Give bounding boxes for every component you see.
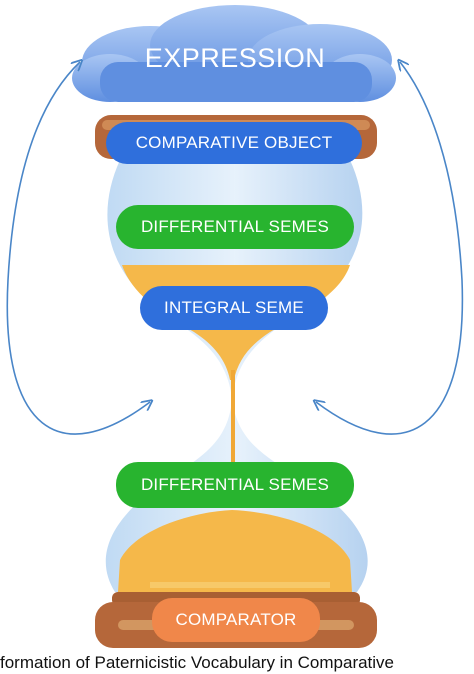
lower-sand — [118, 510, 352, 592]
right-arrow — [316, 62, 464, 435]
integral-seme-label: INTEGRAL SEME — [140, 286, 328, 330]
sand-stream — [231, 370, 235, 480]
comparative-object-label: COMPARATIVE OBJECT — [106, 122, 362, 164]
left-arrow — [6, 62, 150, 435]
comparator-label: COMPARATOR — [152, 598, 320, 642]
figure-caption: formation of Paternicistic Vocabulary in… — [0, 653, 395, 672]
differential-semes-lower-label: DIFFERENTIAL SEMES — [116, 462, 354, 508]
differential-semes-upper-label: DIFFERENTIAL SEMES — [116, 205, 354, 249]
expression-label: EXPRESSION — [144, 42, 326, 73]
